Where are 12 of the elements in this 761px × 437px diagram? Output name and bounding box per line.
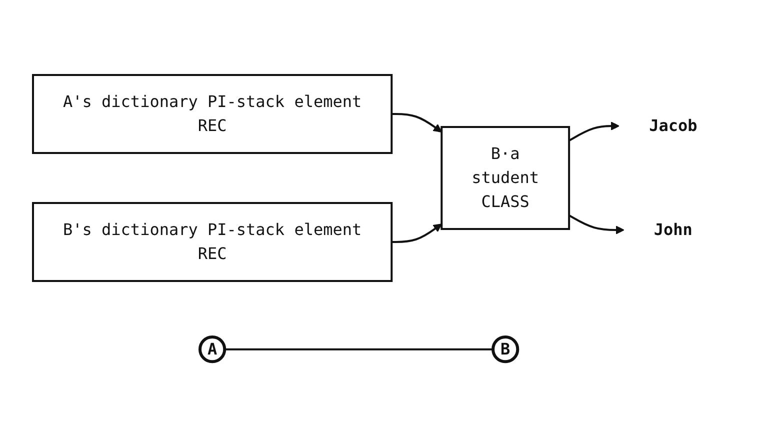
node-circle: A (198, 336, 226, 364)
arrow (392, 224, 442, 244)
node-box: B's dictionary PI-stack element REC (32, 202, 393, 282)
arrow (568, 214, 625, 235)
node-text: Jacob (649, 116, 698, 136)
node-box: A's dictionary PI-stack element REC (32, 74, 393, 154)
arrow (392, 113, 442, 133)
arrow (568, 122, 620, 142)
node-text: John (654, 220, 693, 240)
node-box: B·a student CLASS (441, 126, 570, 230)
node-circle: B (492, 336, 520, 364)
connector (225, 348, 494, 350)
